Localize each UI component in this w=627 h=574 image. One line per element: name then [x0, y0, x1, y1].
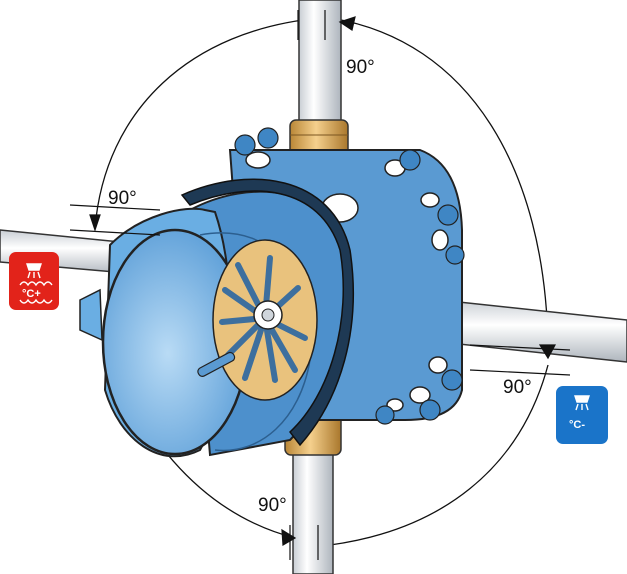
arrow-top: [338, 16, 356, 31]
angle-label-bottom: 90°: [258, 495, 287, 516]
installation-sleeve: [101, 178, 354, 458]
pipe-top: [289, 0, 349, 171]
arrow-right: [538, 344, 557, 360]
arrow-left: [89, 214, 101, 232]
side-tab: [79, 288, 103, 342]
pipe-bottom: [284, 414, 342, 574]
angle-label-right: 90°: [503, 377, 532, 398]
hot-water-label: °C+: [22, 288, 41, 300]
arc-bottom-right: [329, 364, 549, 546]
hot-water-shower-icon: [19, 263, 53, 304]
cold-water-label: °C-: [569, 419, 585, 431]
valve-cartridge: [197, 239, 318, 401]
arrow-bottom: [281, 528, 297, 547]
cold-water-shower-icon: [574, 395, 590, 411]
angle-markers: [69, 10, 571, 560]
arc-top-left: [94, 17, 321, 229]
angle-label-left: 90°: [108, 188, 137, 209]
arc-top-right: [329, 17, 549, 346]
hot-water-badge: °C+: [9, 252, 59, 310]
angle-label-top: 90°: [346, 57, 375, 78]
cold-water-badge: °C-: [556, 386, 608, 444]
